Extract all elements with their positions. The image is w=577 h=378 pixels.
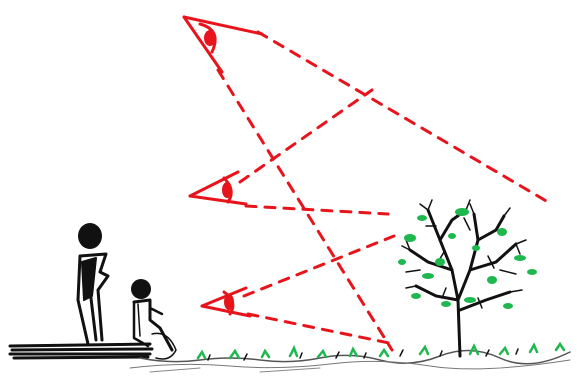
wheelchair-user-icon	[131, 279, 176, 359]
ground	[10, 344, 570, 372]
sightline-top-upper	[258, 32, 548, 202]
sightline-bottom-upper	[244, 236, 394, 296]
eye-viewpoint-icon	[202, 288, 250, 316]
eye-viewpoint-icon	[190, 172, 246, 204]
tree-icon	[398, 200, 537, 356]
sightline-middle-lower	[246, 206, 388, 214]
sightlines	[218, 32, 548, 350]
platform	[10, 344, 152, 358]
eye-viewpoint-icon	[184, 17, 262, 72]
grass	[198, 344, 564, 358]
standing-person-icon	[78, 223, 108, 344]
